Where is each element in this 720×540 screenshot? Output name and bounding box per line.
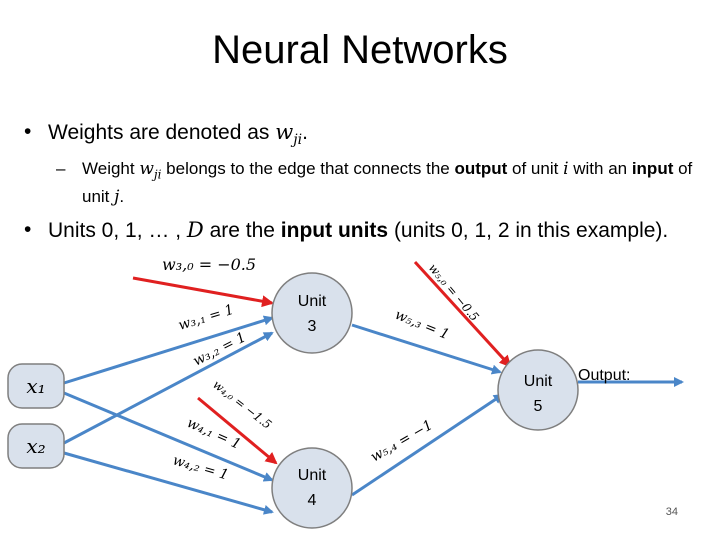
node-x2: [7, 423, 65, 469]
sub-text: of unit: [82, 159, 693, 206]
weight-label-w30: w₃,₀ = −0.5: [162, 255, 256, 274]
weight-label-w31: w₃,₁ = 1: [176, 302, 235, 334]
bullet-text: (units 0, 1, 2 in this example).: [388, 218, 669, 242]
math-D: D: [186, 217, 204, 242]
node-x1: [7, 363, 65, 409]
math-i: i: [563, 159, 569, 180]
bold-output: output: [454, 159, 508, 179]
bullet-input-units: Units 0, 1, … , D are the input units (u…: [24, 216, 704, 245]
math-w: w: [139, 159, 154, 180]
edge-x2-unit3: [63, 331, 274, 445]
node-unit4-label-line1: Unit: [298, 467, 327, 484]
node-unit5: [497, 349, 579, 431]
edge-x1-unit3: [63, 315, 274, 385]
sub-text: belongs to the edge that connects the: [161, 159, 455, 179]
node-unit4: [271, 447, 353, 529]
edge-unit3-unit5: [351, 323, 502, 375]
bias-arrow-unit3: [132, 276, 274, 308]
bold-input: input: [631, 159, 674, 179]
output-label: Output:: [578, 367, 630, 384]
sub-text: of unit: [507, 159, 564, 179]
edge-x1-unit4: [63, 391, 274, 482]
math-sub: ji: [293, 132, 303, 149]
sub-text: .: [119, 186, 125, 206]
node-unit5-label-line1: Unit: [524, 373, 553, 390]
edge-x2-unit4: [63, 451, 274, 515]
bold-input-units: input units: [280, 218, 389, 242]
weight-label-w53: w₅,₃ = 1: [393, 307, 452, 343]
node-unit3-label-line2: 3: [308, 318, 317, 335]
slide-title: Neural Networks: [212, 28, 508, 72]
node-x1-label: x₁: [26, 374, 45, 398]
bullet-text: are the: [203, 218, 281, 242]
weight-label-w42: w₄,₂ = 1: [171, 452, 230, 483]
page-number: 34: [665, 506, 678, 518]
node-x2-label: x₂: [26, 434, 45, 458]
sub-bullet-weight-edge: Weight wji belongs to the edge that conn…: [24, 158, 704, 207]
weight-label-w54: w₅,₄ = −1: [368, 417, 436, 465]
math-w: w: [275, 120, 294, 144]
bullet-text: Units 0, 1, … ,: [48, 218, 187, 242]
math-j: j: [114, 186, 120, 207]
bias-arrow-unit5: [413, 260, 512, 368]
math-sub: ji: [153, 167, 162, 182]
bullet-end: .: [302, 121, 308, 144]
sub-text: Weight: [82, 159, 140, 179]
node-unit5-label-line2: 5: [534, 398, 543, 415]
weight-label-w50: w₅,₀ = −0.5: [426, 261, 482, 324]
sub-text: with an: [568, 159, 632, 179]
node-unit4-label-line2: 4: [308, 492, 317, 509]
weight-label-w40: w₄,₀ = −1.5: [210, 377, 274, 431]
edge-unit4-unit5: [351, 393, 504, 497]
bias-arrow-unit4: [197, 396, 278, 465]
node-unit3-label-line1: Unit: [298, 293, 327, 310]
bullet-text: Weights are denoted as: [48, 121, 276, 144]
bullet-list: Weights are denoted as wji. Weight wji b…: [24, 118, 704, 245]
node-unit3: [271, 272, 353, 354]
bullet-weights-notation: Weights are denoted as wji.: [24, 118, 704, 154]
